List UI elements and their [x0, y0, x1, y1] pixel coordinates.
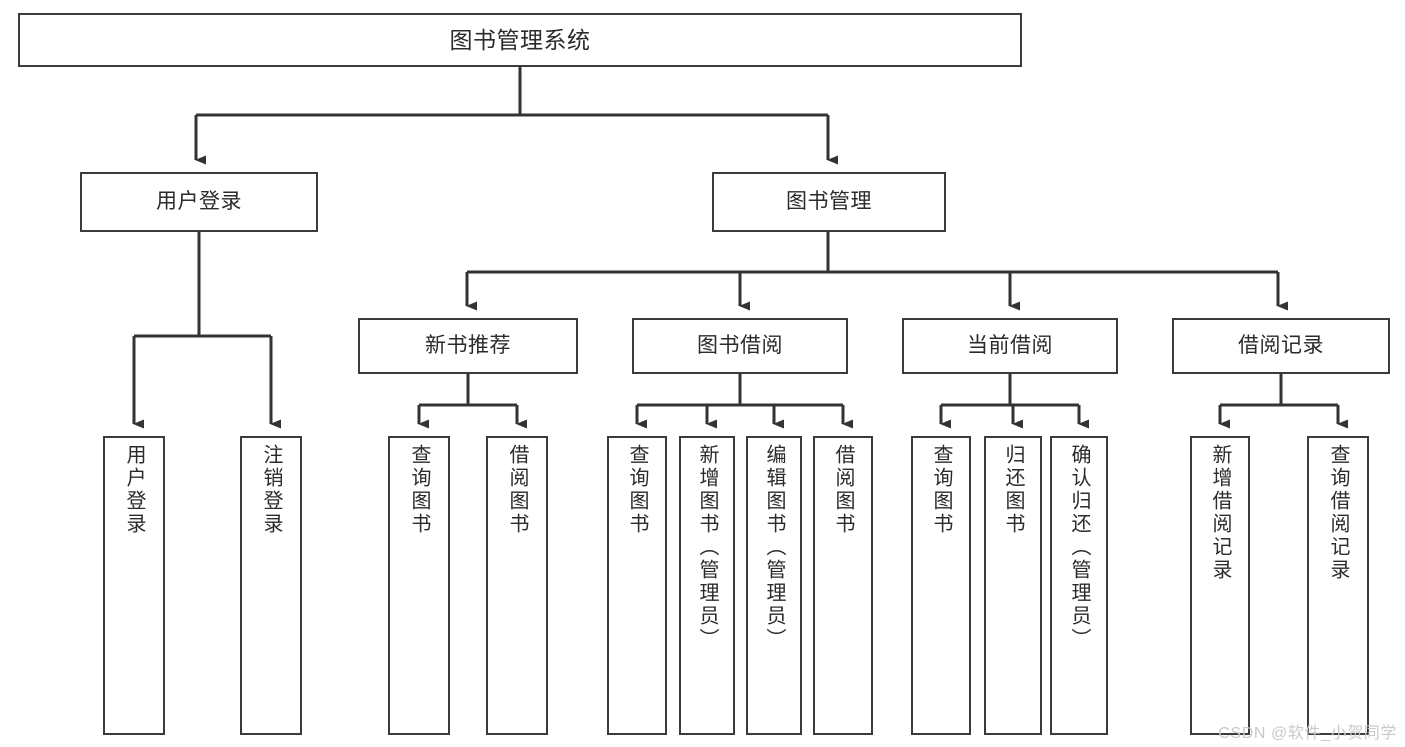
leaf-query-borrow-record[interactable]: 查询借阅记录: [1307, 436, 1369, 735]
node-borrow-record[interactable]: 借阅记录: [1172, 318, 1390, 374]
node-root-label: 图书管理系统: [449, 26, 591, 53]
leaf-add-book-admin[interactable]: 新增图书（管理员）: [679, 436, 735, 735]
node-user-login[interactable]: 用户登录: [80, 172, 318, 232]
node-new-book-recommend-label: 新书推荐: [425, 334, 511, 358]
leaf-query-borrow-record-label: 查询借阅记录: [1327, 444, 1349, 582]
node-current-borrow[interactable]: 当前借阅: [902, 318, 1118, 374]
node-user-login-label: 用户登录: [156, 190, 242, 214]
leaf-current-query-book-label: 查询图书: [930, 444, 952, 536]
node-new-book-recommend[interactable]: 新书推荐: [358, 318, 578, 374]
leaf-borrow-book-label: 借阅图书: [832, 444, 854, 536]
node-root[interactable]: 图书管理系统: [18, 13, 1022, 67]
leaf-add-borrow-record-label: 新增借阅记录: [1209, 444, 1231, 582]
leaf-borrow-query-book-label: 查询图书: [626, 444, 648, 536]
leaf-return-book-label: 归还图书: [1002, 444, 1024, 536]
node-book-borrow-label: 图书借阅: [697, 334, 783, 358]
node-book-management-label: 图书管理: [786, 190, 872, 214]
node-current-borrow-label: 当前借阅: [967, 334, 1053, 358]
node-book-borrow[interactable]: 图书借阅: [632, 318, 848, 374]
leaf-newbook-borrow-book[interactable]: 借阅图书: [486, 436, 548, 735]
leaf-newbook-query-book[interactable]: 查询图书: [388, 436, 450, 735]
leaf-edit-book-admin-label: 编辑图书（管理员）: [763, 444, 785, 651]
leaf-borrow-query-book[interactable]: 查询图书: [607, 436, 667, 735]
leaf-current-query-book[interactable]: 查询图书: [911, 436, 971, 735]
leaf-newbook-borrow-book-label: 借阅图书: [506, 444, 528, 536]
leaf-edit-book-admin[interactable]: 编辑图书（管理员）: [746, 436, 802, 735]
leaf-logout-login-label: 注销登录: [260, 444, 282, 536]
leaf-newbook-query-book-label: 查询图书: [408, 444, 430, 536]
leaf-user-login-label: 用户登录: [123, 444, 145, 536]
leaf-confirm-return-admin[interactable]: 确认归还（管理员）: [1050, 436, 1108, 735]
leaf-logout-login[interactable]: 注销登录: [240, 436, 302, 735]
leaf-add-borrow-record[interactable]: 新增借阅记录: [1190, 436, 1250, 735]
leaf-return-book[interactable]: 归还图书: [984, 436, 1042, 735]
leaf-confirm-return-admin-label: 确认归还（管理员）: [1068, 444, 1090, 651]
leaf-borrow-book[interactable]: 借阅图书: [813, 436, 873, 735]
leaf-user-login[interactable]: 用户登录: [103, 436, 165, 735]
node-borrow-record-label: 借阅记录: [1238, 334, 1324, 358]
leaf-add-book-admin-label: 新增图书（管理员）: [696, 444, 718, 651]
node-book-management[interactable]: 图书管理: [712, 172, 946, 232]
